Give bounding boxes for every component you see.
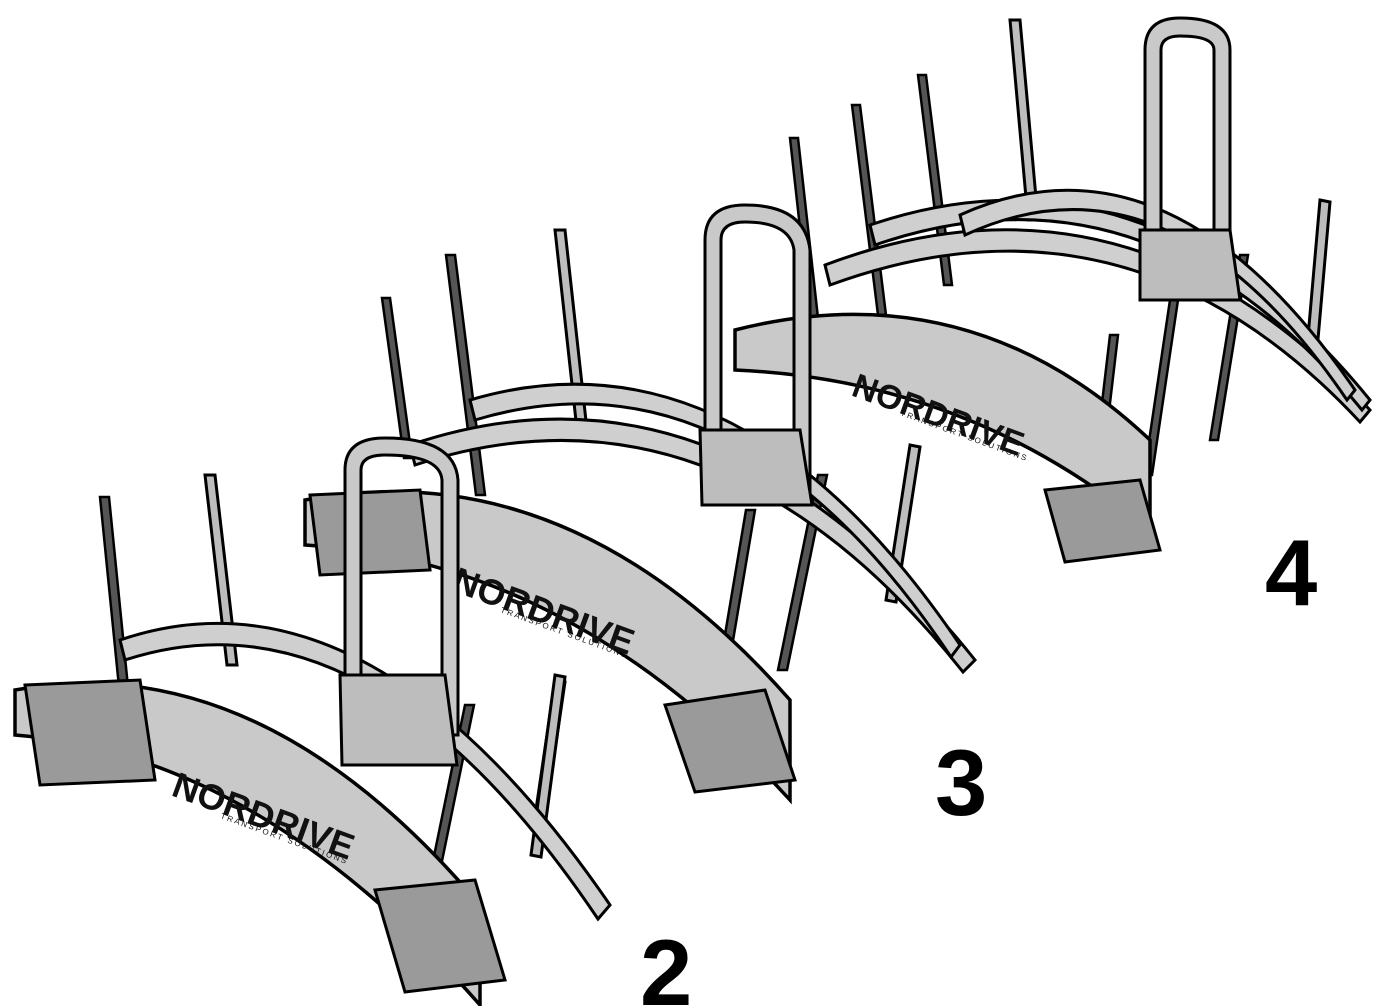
- arch-latch: [338, 673, 459, 767]
- carrier-2: NORDRIVE TRANSPORT SOLUTIONS: [13, 436, 612, 1006]
- carrier-4: NORDRIVE TRANSPORT SOLUTIONS: [733, 16, 1372, 564]
- wheel-rails: [408, 382, 978, 675]
- tail-light-right: [1043, 478, 1162, 564]
- tail-light-left: [23, 678, 157, 787]
- support-posts: [1008, 18, 1332, 364]
- arch-latch: [1138, 228, 1242, 302]
- carrier-count-label: 4: [1265, 520, 1317, 625]
- wheel-rails: [823, 188, 1372, 425]
- carrier-count-label: 2: [640, 920, 692, 1006]
- tail-light-right: [662, 688, 798, 794]
- arch-latch: [698, 428, 814, 507]
- tail-light-right: [373, 878, 507, 994]
- carrier-3: NORDRIVE TRANSPORT SOLUTIONS: [303, 203, 978, 834]
- tail-light-left: [308, 488, 432, 577]
- carrier-count-label: 3: [935, 730, 987, 835]
